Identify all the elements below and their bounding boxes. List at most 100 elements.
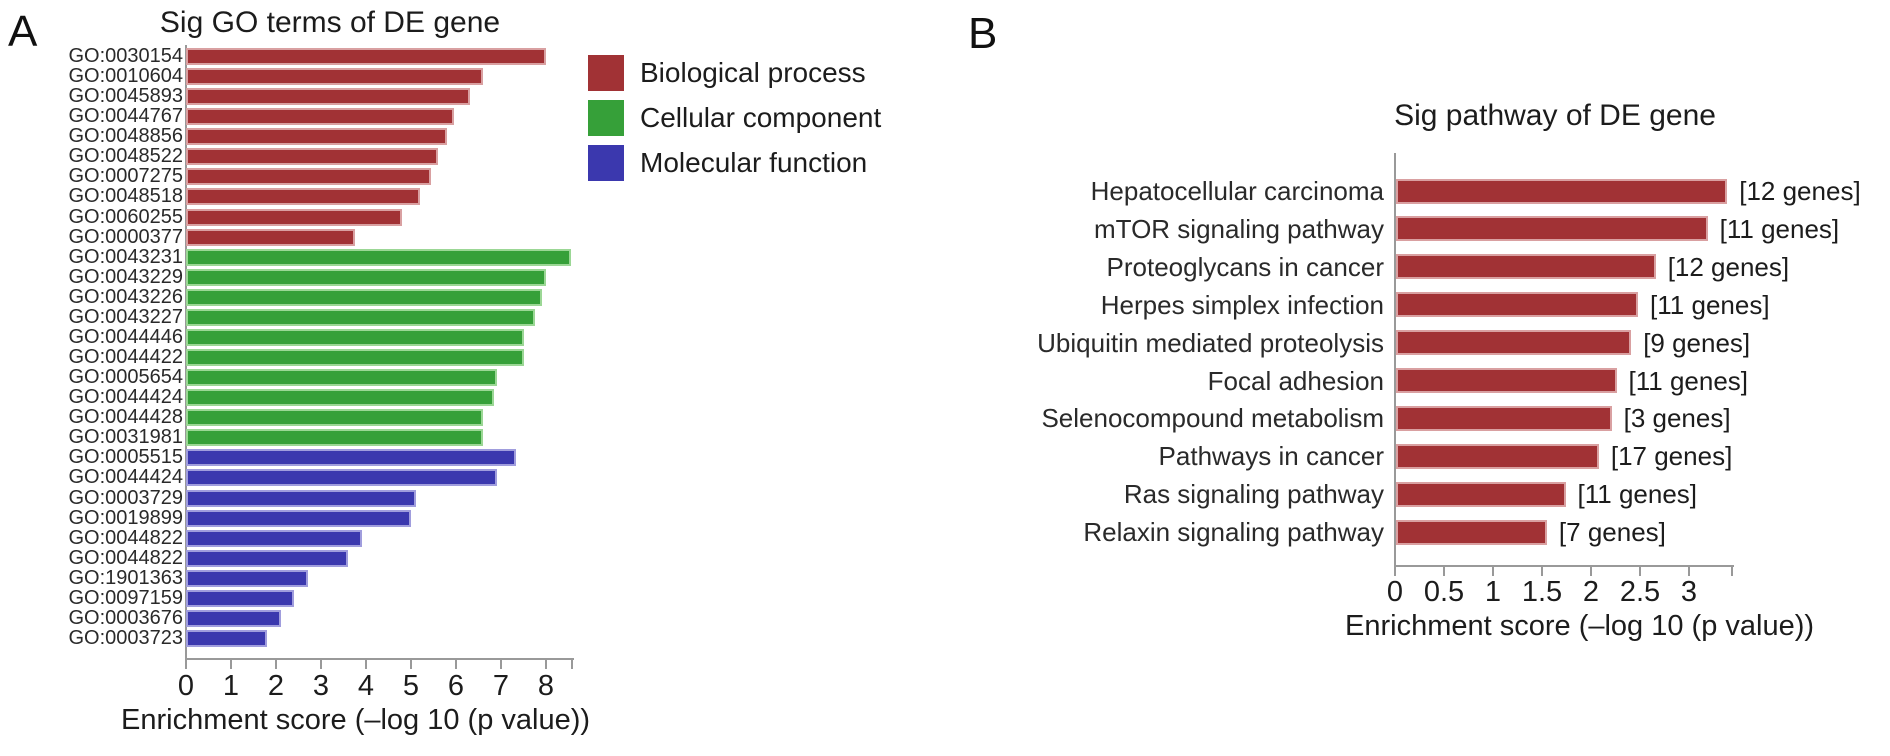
bar-selenocompound-metabolism	[1396, 405, 1612, 431]
go-term-label: GO:0003676	[68, 606, 183, 629]
go-term-label: GO:0044822	[68, 546, 183, 569]
bar-go-0005654	[186, 369, 497, 387]
panel-a-x-axis-line	[185, 658, 574, 660]
panel-b-tick-label: 1.5	[1521, 576, 1563, 608]
gene-count-annotation: [12 genes]	[1667, 251, 1790, 282]
bar-herpes-simplex-infection	[1396, 292, 1639, 318]
legend-label-biological-process: Biological process	[640, 57, 866, 88]
gene-count-annotation: [11 genes]	[1650, 289, 1770, 320]
go-term-label: GO:0031981	[68, 426, 183, 449]
go-term-label: GO:0044422	[68, 346, 183, 369]
bar-ubiquitin-mediated-proteolysis	[1396, 330, 1632, 356]
go-term-label: GO:0048518	[68, 185, 183, 208]
panel-a-tick-label: 5	[402, 670, 420, 702]
bar-go-0019899	[186, 509, 411, 527]
bar-go-0003676	[186, 609, 281, 627]
panel-a-tick-label: 6	[447, 670, 465, 702]
bar-pathways-in-cancer	[1396, 443, 1599, 469]
panel-b-end-tick	[1731, 567, 1734, 576]
panel-a-tick	[410, 660, 412, 669]
go-term-label: GO:0044446	[68, 325, 183, 348]
panel-a-tick	[455, 660, 457, 669]
pathway-label: Ubiquitin mediated proteolysis	[1037, 327, 1384, 358]
panel-a-tick-label: 1	[222, 670, 240, 702]
go-term-label: GO:0043227	[68, 305, 183, 328]
bar-mtor-signaling-pathway	[1396, 216, 1708, 242]
bar-go-0097159	[186, 589, 294, 607]
bar-go-0060255	[186, 208, 402, 226]
pathway-label: Ras signaling pathway	[1123, 479, 1384, 510]
bar-go-0003729	[186, 489, 416, 507]
bar-go-0043229	[186, 268, 546, 286]
go-term-label: GO:0005515	[68, 446, 183, 469]
bar-go-0005515	[186, 449, 516, 467]
legend-swatch-cellular-component	[588, 100, 624, 136]
panel-a-tick-label: 2	[267, 670, 285, 702]
bar-go-0044424	[186, 469, 497, 487]
go-term-label: GO:0030154	[68, 45, 183, 67]
bar-go-0048518	[186, 188, 420, 206]
go-term-label: GO:0045893	[68, 85, 183, 108]
panel-a-tick-label: 8	[537, 670, 555, 702]
bar-go-0031981	[186, 429, 483, 447]
bar-proteoglycans-in-cancer	[1396, 254, 1656, 280]
bar-go-0044428	[186, 409, 483, 427]
pathway-label: mTOR signaling pathway	[1094, 213, 1384, 244]
bar-go-0007275	[186, 168, 432, 186]
panel-b-letter: B	[968, 9, 998, 58]
panel-a-tick-label: 3	[312, 670, 330, 702]
bar-go-0044422	[186, 349, 524, 367]
pathway-label: Focal adhesion	[1207, 365, 1384, 396]
go-term-label: GO:0003723	[68, 627, 183, 650]
gene-count-annotation: [17 genes]	[1610, 441, 1733, 472]
bar-go-0044822	[186, 529, 362, 547]
go-term-label: GO:0048522	[68, 145, 183, 168]
panel-b-tick	[1541, 567, 1543, 576]
panel-b-title: Sig pathway of DE gene	[1394, 99, 1716, 132]
legend-label-cellular-component: Cellular component	[640, 102, 882, 133]
bar-ras-signaling-pathway	[1396, 481, 1566, 507]
go-term-label: GO:0044424	[68, 386, 183, 409]
panel-a-tick	[275, 660, 277, 669]
gene-count-annotation: [11 genes]	[1719, 213, 1840, 244]
go-term-label: GO:0044822	[68, 526, 183, 549]
bar-go-0048522	[186, 148, 438, 166]
panel-a-title: Sig GO terms of DE gene	[159, 6, 501, 39]
go-term-label: GO:0048856	[68, 125, 183, 148]
gene-count-annotation: [7 genes]	[1558, 517, 1666, 548]
bar-go-0045893	[186, 88, 470, 106]
bar-go-0043226	[186, 288, 542, 306]
panel-b-tick-label: 0.5	[1423, 576, 1465, 608]
bar-go-1901363	[186, 569, 308, 587]
bar-go-0030154	[186, 48, 546, 65]
go-term-label: GO:0097159	[68, 586, 183, 609]
go-term-label: GO:1901363	[68, 566, 183, 589]
gene-count-annotation: [12 genes]	[1739, 176, 1861, 206]
legend-swatch-molecular-function	[588, 145, 624, 181]
panel-a-tick-label: 4	[357, 670, 375, 702]
pathway-label: Hepatocellular carcinoma	[1090, 176, 1384, 206]
bar-go-0000377	[186, 228, 355, 246]
gene-count-annotation: [11 genes]	[1628, 365, 1749, 396]
bar-go-0048856	[186, 128, 447, 146]
bar-go-0044767	[186, 108, 454, 126]
bar-focal-adhesion	[1396, 368, 1617, 393]
panel-a-tick	[500, 660, 502, 669]
bar-relaxin-signaling-pathway	[1396, 519, 1547, 545]
panel-a-tick	[365, 660, 367, 669]
go-term-label: GO:0044424	[68, 466, 183, 489]
go-term-label: GO:0043229	[68, 265, 183, 288]
panel-b-tick-label: 2	[1582, 576, 1600, 608]
pathway-label: Selenocompound metabolism	[1041, 403, 1384, 434]
pathway-label: Relaxin signaling pathway	[1083, 517, 1384, 548]
pathway-label: Pathways in cancer	[1158, 441, 1384, 472]
panel-b-tick-label: 0	[1386, 576, 1404, 608]
panel-b-y-axis-line	[1394, 153, 1396, 567]
panel-a-letter: A	[8, 7, 38, 56]
panel-a-tick-label: 0	[177, 670, 195, 702]
panel-a-tick	[545, 660, 547, 669]
panel-b-tick-label: 2.5	[1619, 576, 1661, 608]
panel-a-tick	[185, 660, 187, 669]
bar-go-0044424	[186, 389, 495, 407]
go-term-label: GO:0000377	[68, 225, 183, 248]
